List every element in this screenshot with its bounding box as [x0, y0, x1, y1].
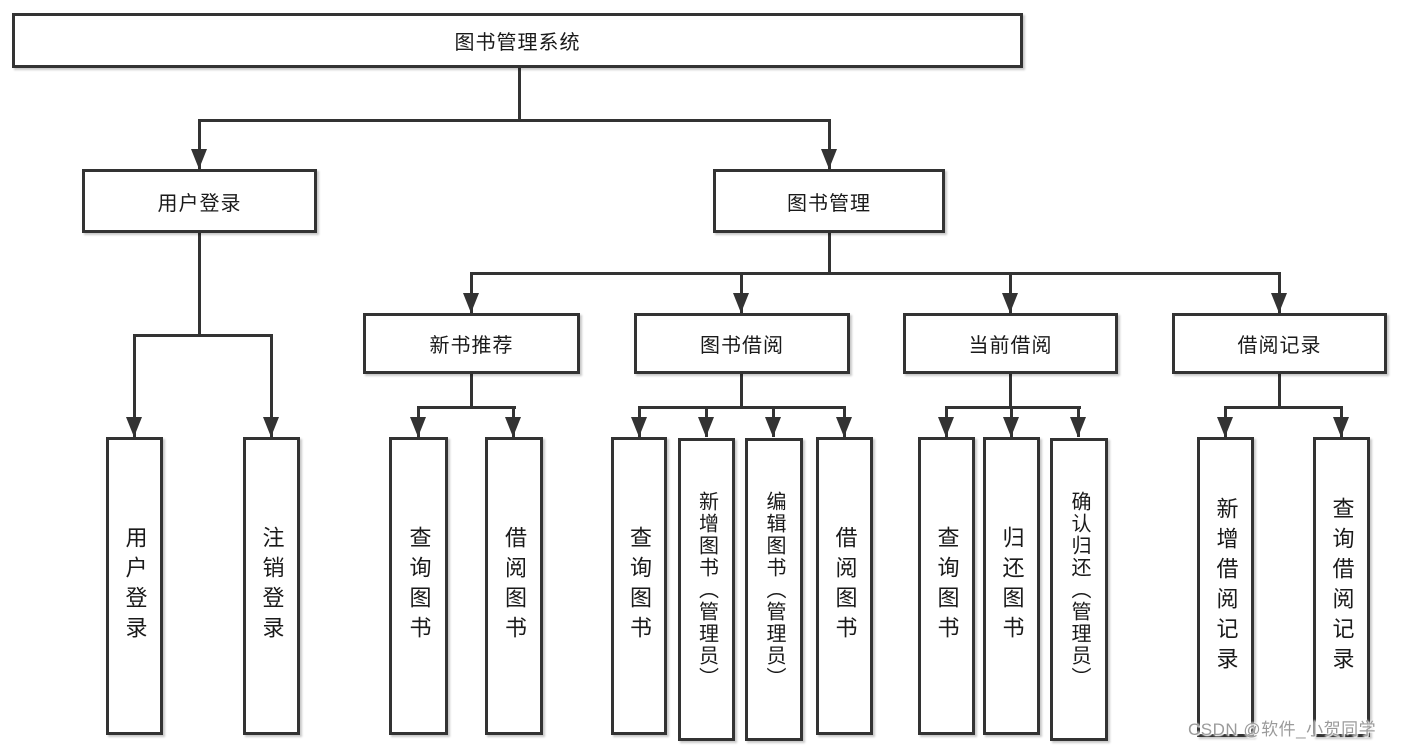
node-leaf-br-query: 查询借阅记录: [1313, 437, 1370, 737]
connector-book-mgmt-stub: [828, 233, 831, 275]
leaf-cb-confirm-label: 确认归还（管理员）: [1068, 490, 1090, 689]
connector-drop-book-mgmt: [828, 119, 831, 169]
connector-book-mgmt-branch: [470, 272, 1281, 275]
arrow-to-bb-borrow-icon: [836, 417, 852, 437]
connector-drop-new-book: [470, 272, 473, 313]
arrow-to-br-add-icon: [1217, 417, 1233, 437]
arrow-to-current-borrow-icon: [1002, 293, 1018, 313]
connector-current-borrow-branch: [945, 406, 1081, 409]
watermark: CSDN @软件_小贺同学: [1188, 720, 1377, 739]
leaf-bb-add-label: 新增图书（管理员）: [695, 490, 718, 689]
connector-book-borrow-stub: [740, 374, 743, 408]
connector-book-borrow-branch: [638, 406, 845, 409]
node-book-mgmt-label: 图书管理: [787, 192, 871, 215]
leaf-bb-borrow-label: 借阅图书: [832, 526, 858, 646]
arrow-to-leaf-logout-icon: [263, 417, 279, 437]
connector-current-borrow-stub: [1009, 374, 1012, 408]
node-leaf-bb-query: 查询图书: [611, 437, 667, 735]
node-leaf-nb-borrow: 借阅图书: [485, 437, 543, 735]
arrow-to-borrow-record-icon: [1271, 293, 1287, 313]
arrow-to-cb-return-icon: [1003, 417, 1019, 437]
leaf-bb-query-label: 查询图书: [627, 526, 652, 646]
arrow-to-br-query-icon: [1333, 417, 1349, 437]
connector-user-login-branch: [133, 334, 273, 337]
node-leaf-user-login: 用户登录: [106, 437, 163, 735]
arrow-to-book-borrow-icon: [733, 293, 749, 313]
node-leaf-bb-borrow: 借阅图书: [816, 437, 873, 735]
node-borrow-record: 借阅记录: [1172, 313, 1387, 374]
connector-borrow-record-branch: [1224, 406, 1342, 409]
node-leaf-nb-query: 查询图书: [389, 437, 448, 735]
node-user-login: 用户登录: [82, 169, 317, 233]
arrow-to-bb-edit-icon: [765, 417, 781, 437]
connector-new-book-branch: [417, 406, 516, 409]
leaf-logout-label: 注销登录: [259, 526, 285, 646]
node-leaf-cb-query: 查询图书: [918, 437, 975, 735]
connector-drop-borrow-record: [1278, 272, 1281, 313]
leaf-nb-query-label: 查询图书: [406, 526, 432, 646]
connector-drop-leaf-logout: [270, 334, 273, 437]
leaf-bb-edit-label: 编辑图书（管理员）: [763, 490, 785, 689]
leaf-br-query-label: 查询借阅记录: [1329, 497, 1355, 677]
node-leaf-bb-add: 新增图书（管理员）: [678, 438, 735, 741]
arrow-to-nb-borrow-icon: [505, 417, 521, 437]
node-new-book-label: 新书推荐: [429, 335, 514, 357]
connector-drop-leaf-user-login: [133, 334, 136, 437]
leaf-br-add-label: 新增借阅记录: [1213, 497, 1239, 677]
arrow-to-new-book-icon: [463, 293, 479, 313]
arrow-to-book-mgmt-icon: [821, 149, 837, 169]
connector-root-branch: [198, 119, 831, 122]
node-root-label: 图书管理系统: [454, 32, 581, 54]
node-root: 图书管理系统: [12, 13, 1023, 68]
node-current-borrow: 当前借阅: [903, 313, 1118, 374]
node-current-borrow-label: 当前借阅: [968, 335, 1053, 357]
connector-drop-current-borrow: [1009, 272, 1012, 313]
arrow-to-bb-query-icon: [631, 417, 647, 437]
arrow-to-cb-confirm-icon: [1070, 417, 1086, 437]
node-book-borrow: 图书借阅: [634, 313, 850, 374]
node-leaf-bb-edit: 编辑图书（管理员）: [745, 438, 803, 741]
leaf-cb-query-label: 查询图书: [934, 526, 960, 646]
node-user-login-label: 用户登录: [157, 192, 242, 215]
arrow-to-bb-add-icon: [698, 417, 714, 437]
node-leaf-cb-return: 归还图书: [983, 437, 1040, 735]
leaf-nb-borrow-label: 借阅图书: [502, 526, 527, 646]
node-leaf-br-add: 新增借阅记录: [1197, 437, 1254, 737]
connector-new-book-stub: [470, 374, 473, 408]
node-borrow-record-label: 借阅记录: [1237, 335, 1322, 357]
node-new-book: 新书推荐: [363, 313, 580, 374]
node-leaf-logout: 注销登录: [243, 437, 300, 735]
node-book-borrow-label: 图书借阅: [700, 335, 784, 357]
arrow-to-nb-query-icon: [410, 417, 426, 437]
arrow-to-cb-query-icon: [938, 417, 954, 437]
connector-user-login-stub: [198, 233, 201, 336]
arrow-to-leaf-user-login-icon: [126, 417, 142, 437]
connector-borrow-record-stub: [1278, 374, 1281, 408]
node-book-mgmt: 图书管理: [713, 169, 945, 233]
arrow-to-user-login-icon: [191, 149, 207, 169]
leaf-user-login-label: 用户登录: [122, 526, 148, 646]
connector-drop-user-login: [198, 119, 201, 169]
node-leaf-cb-confirm: 确认归还（管理员）: [1050, 438, 1108, 741]
leaf-cb-return-label: 归还图书: [999, 526, 1025, 646]
connector-root-stub: [518, 68, 521, 120]
connector-drop-book-borrow: [740, 272, 743, 313]
